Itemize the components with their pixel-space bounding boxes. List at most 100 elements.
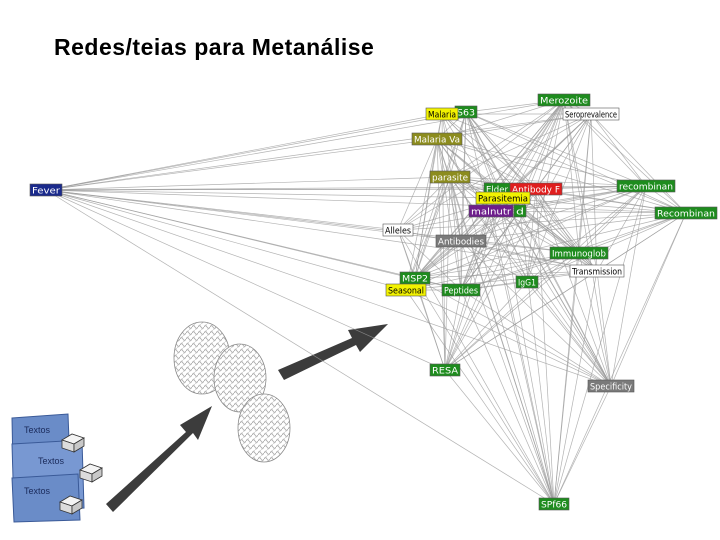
node-box	[616, 179, 676, 193]
node-label: recombinan	[619, 183, 673, 193]
network-edge	[444, 369, 555, 505]
network-edge	[436, 138, 462, 242]
network-edge	[519, 210, 612, 387]
network-edge	[405, 185, 647, 291]
node-label: Antibodies	[438, 238, 484, 248]
node-label: Seasonal	[388, 287, 424, 297]
node-box	[441, 283, 481, 297]
node-label: Parasitemia	[478, 195, 528, 205]
network-node-resa[interactable]: RESA	[429, 363, 461, 377]
network-edge	[465, 111, 537, 190]
node-box	[513, 204, 527, 218]
network-edge	[460, 240, 612, 387]
network-edge	[578, 185, 647, 254]
node-label: Fever	[32, 187, 60, 197]
network-edge	[436, 138, 537, 190]
network-edge	[397, 212, 687, 231]
network-edge	[414, 270, 598, 279]
node-label: Alleles	[385, 227, 411, 237]
node-box	[411, 132, 463, 146]
network-edge	[553, 252, 580, 505]
network-edge	[590, 113, 647, 187]
network-edge	[405, 138, 438, 291]
node-box	[425, 107, 459, 121]
network-node-spf66[interactable]: SPf66	[538, 497, 570, 511]
network-edge	[526, 281, 612, 387]
process-arrow-2	[278, 324, 388, 380]
network-node-peptides[interactable]: Peptides	[441, 283, 481, 297]
network-edge	[436, 99, 565, 140]
network-edge	[405, 270, 598, 291]
network-edge	[45, 189, 462, 291]
network-nodes: FeverMerozoiteSeroprevalenceS63MalariaMa…	[29, 93, 718, 511]
network-edge	[45, 189, 504, 199]
network-edge	[45, 189, 612, 387]
network-edge	[502, 197, 612, 387]
network-node-msp2[interactable]: MSP2	[399, 271, 431, 285]
network-edge	[397, 138, 438, 231]
network-edge	[490, 210, 598, 272]
network-edge	[449, 176, 555, 505]
network-node-specificit[interactable]: Specificity	[587, 379, 635, 393]
node-box	[475, 191, 531, 205]
network-edge	[405, 289, 555, 505]
node-label: MSP2	[402, 275, 428, 285]
node-label: malnutr	[471, 208, 511, 218]
network-node-fever[interactable]: Fever	[29, 183, 63, 197]
network-node-parasite[interactable]: parasite	[429, 170, 471, 184]
network-node-seroprev[interactable]: Seroprevalence	[562, 107, 620, 121]
network-node-igg1[interactable]: IgG1	[515, 275, 539, 289]
network-node-d[interactable]: d	[513, 204, 527, 218]
network-edge	[441, 113, 537, 190]
network-edge	[414, 176, 451, 279]
network-edge	[397, 113, 592, 231]
network-edge	[45, 176, 451, 191]
node-label: SPf66	[541, 501, 567, 511]
node-box	[435, 234, 487, 248]
network-node-recombinan2[interactable]: Recombinan	[654, 206, 718, 220]
node-label: Immunoglob	[552, 250, 606, 260]
network-edge	[553, 212, 687, 505]
network-edge	[519, 210, 598, 272]
node-label: RESA	[432, 367, 459, 377]
network-edge	[610, 212, 687, 387]
network-node-parasitemia[interactable]: Parasitemia	[475, 191, 531, 205]
node-label: IgG1	[518, 279, 536, 289]
network-edge	[444, 281, 528, 371]
network-edge	[460, 240, 528, 283]
network-edge	[436, 138, 687, 214]
network-edge	[460, 111, 467, 291]
network-node-merozoite[interactable]: Merozoite	[537, 93, 591, 107]
node-label: Transmission	[571, 268, 622, 278]
network-edge	[444, 185, 647, 371]
network-edge	[414, 212, 687, 279]
document-label: Textos	[24, 486, 51, 496]
network-node-seasonal[interactable]: Seasonal	[385, 283, 427, 297]
node-box	[569, 264, 625, 278]
network-edge	[45, 138, 438, 191]
network-edge	[45, 189, 687, 214]
network-node-malariava[interactable]: Malaria Va	[411, 132, 463, 146]
network-edge	[449, 99, 565, 178]
node-label: Recombinan	[657, 210, 715, 220]
node-label: Peptides	[444, 287, 478, 297]
network-edge	[414, 185, 647, 279]
node-label: Specificity	[590, 383, 633, 393]
network-edge	[496, 188, 555, 505]
network-node-transmiss[interactable]: Transmission	[569, 264, 625, 278]
network-node-malnutr[interactable]: malnutr	[468, 204, 514, 218]
network-node-antibodies[interactable]: Antibodies	[435, 234, 487, 248]
network-edge	[397, 229, 446, 371]
network-edge	[526, 185, 647, 283]
network-edge	[45, 111, 467, 191]
network-edge	[444, 289, 462, 371]
network-node-malaria[interactable]: Malaria	[425, 107, 459, 121]
network-edge	[397, 229, 598, 272]
network-node-immunoglob[interactable]: Immunoglob	[549, 246, 609, 260]
network-node-recombinan[interactable]: recombinan	[616, 179, 676, 193]
node-label: Antibody F	[512, 186, 560, 196]
network-node-alleles[interactable]: Alleles	[382, 223, 414, 237]
network-edge	[553, 385, 612, 505]
term-cluster-blobs	[173, 321, 291, 463]
